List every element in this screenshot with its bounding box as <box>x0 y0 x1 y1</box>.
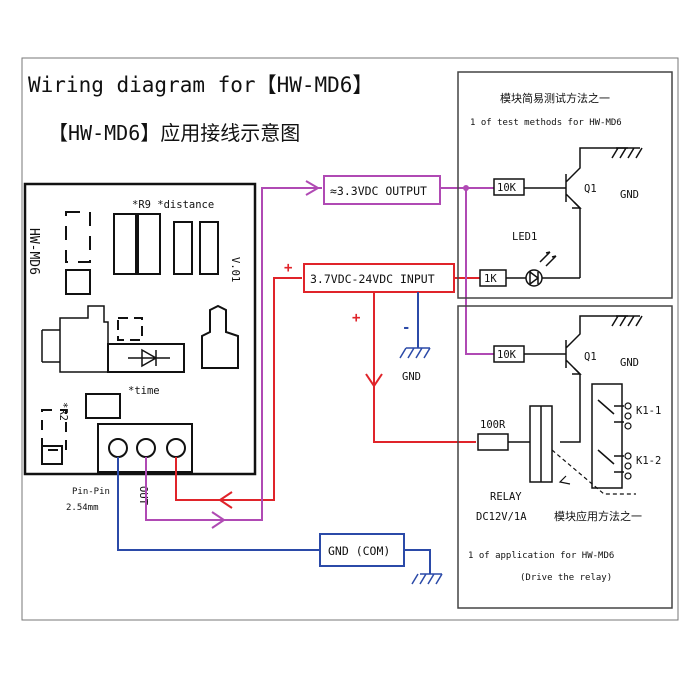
relay-arrow <box>558 475 571 485</box>
input-box-label: 3.7VDC-24VDC INPUT <box>310 272 435 286</box>
red-wire <box>373 292 476 443</box>
purple-wire <box>465 188 494 355</box>
relay-panel <box>457 305 673 609</box>
output-box <box>323 175 441 205</box>
module-name: HW-MD6 <box>26 228 41 275</box>
gnd-symbol <box>399 347 431 359</box>
app-title-en2: (Drive the relay) <box>520 573 612 583</box>
pad <box>117 317 143 341</box>
gnd-label-relay: GND <box>620 357 639 369</box>
resistor-100r <box>477 433 509 451</box>
gnd-symbol <box>611 315 643 327</box>
gnd-label-test: GND <box>620 189 639 201</box>
led-light-arrows <box>539 251 557 267</box>
transistor-label-test: Q1 <box>584 183 597 195</box>
led-icon <box>525 269 543 287</box>
out-label: OUT <box>137 486 149 506</box>
gnd-com-label: GND (COM) <box>328 544 390 558</box>
terminal <box>624 462 632 470</box>
test-title-cn: 模块简易测试方法之一 <box>500 91 610 105</box>
gnd-symbol <box>411 573 443 585</box>
blue-wire <box>404 549 431 574</box>
resistor-10k-relay-label: 10K <box>497 349 517 361</box>
terminal <box>624 412 632 420</box>
r2-label: *R2 <box>57 402 69 421</box>
pad <box>65 211 91 263</box>
terminal <box>624 452 632 460</box>
resistor-1k-label: 1K <box>484 273 497 285</box>
led-symbol <box>529 270 540 286</box>
resistor-10k-test-label: 10K <box>497 182 517 194</box>
transistor-arrow <box>572 367 582 375</box>
pad <box>199 221 219 275</box>
minus-sign: - <box>402 320 410 336</box>
led-label: LED1 <box>512 231 537 243</box>
blue-wire <box>117 457 320 551</box>
red-arrow <box>218 491 233 509</box>
app-title-cn: 模块应用方法之一 <box>554 509 642 523</box>
pin-2 <box>136 438 156 458</box>
k1-1-label: K1-1 <box>636 405 661 417</box>
test-title-en: 1 of test methods for HW-MD6 <box>470 118 622 128</box>
purple-arrow <box>305 180 320 196</box>
module-version: V.01 <box>229 257 241 282</box>
component-outline <box>41 329 60 363</box>
contact-k1-1 <box>597 399 624 423</box>
gnd-com-box <box>319 533 405 567</box>
plus-sign: + <box>284 260 292 276</box>
pin-pitch: 2.54mm <box>66 503 99 513</box>
purple-arrow <box>211 511 226 529</box>
app-title-en: 1 of application for HW-MD6 <box>468 551 614 561</box>
test-panel <box>457 71 673 299</box>
pin-1 <box>108 438 128 458</box>
diode-icon <box>128 348 170 368</box>
pad <box>113 213 137 275</box>
k1-2-label: K1-2 <box>636 455 661 467</box>
diagram-frame <box>21 57 679 621</box>
terminal <box>624 422 632 430</box>
transistor-label-relay: Q1 <box>584 351 597 363</box>
component-outline <box>59 305 109 373</box>
pin-3 <box>166 438 186 458</box>
pad <box>41 445 63 465</box>
pad <box>85 393 121 419</box>
relay-label: RELAY <box>490 491 522 503</box>
pin-label: Pin-Pin <box>72 487 110 497</box>
transistor-icon <box>560 315 628 443</box>
pad <box>41 409 67 451</box>
pad <box>201 304 239 369</box>
terminal <box>624 402 632 410</box>
pad <box>173 221 193 275</box>
terminal <box>624 472 632 480</box>
transistor-arrow <box>572 201 582 209</box>
plus-sign-2: + <box>352 310 360 326</box>
title-en: Wiring diagram for【HW-MD6】 <box>28 73 373 97</box>
red-arrow <box>365 373 383 388</box>
output-box-label: ≈3.3VDC OUTPUT <box>330 184 427 198</box>
resistor-10k-test <box>493 178 525 196</box>
pad <box>65 269 91 295</box>
title-cn: 【HW-MD6】应用接线示意图 <box>48 121 300 145</box>
gnd-symbol <box>611 147 643 159</box>
r9-label: *R9 *distance <box>132 199 214 211</box>
relay-spec: DC12V/1A <box>476 511 527 523</box>
pad <box>137 213 161 275</box>
gnd-label: GND <box>402 371 421 383</box>
contact-k1-2 <box>597 449 624 473</box>
relay-coupling <box>551 449 636 495</box>
relay-contacts-box <box>591 383 623 489</box>
red-wire <box>175 277 302 501</box>
purple-wire <box>145 187 322 521</box>
resistor-100r-label: 100R <box>480 419 506 431</box>
transistor-icon <box>565 147 628 278</box>
time-label: *time <box>128 385 160 397</box>
pad <box>107 343 185 373</box>
module-board: HW-MD6 V.01 *R9 *distance *time *R2 <box>23 182 257 476</box>
